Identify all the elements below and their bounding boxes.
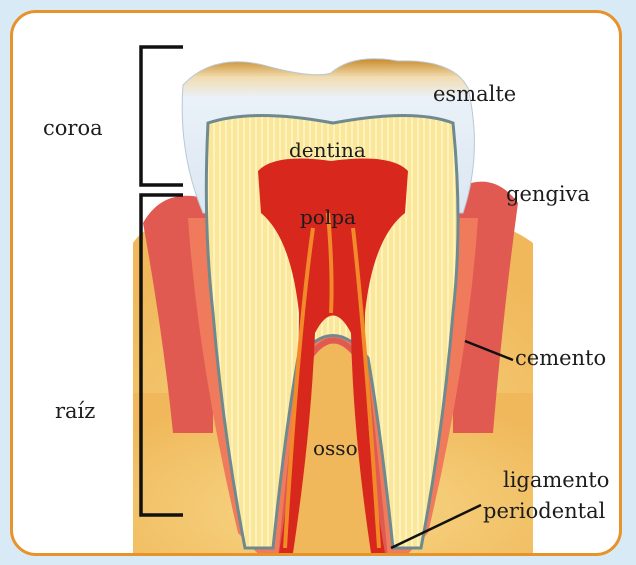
ligament-label-line2: periodental <box>483 500 605 523</box>
ligament-label-line1: ligamento <box>503 469 609 492</box>
bone-label: osso <box>313 437 358 459</box>
diagram-frame: coroa raíz esmalte dentina polpa gengiva… <box>10 10 622 556</box>
cementum-label: cemento <box>515 347 606 370</box>
pulp-label: polpa <box>300 206 356 228</box>
dentin-label: dentina <box>289 139 366 161</box>
root-label: raíz <box>55 400 95 423</box>
gum-label: gengiva <box>506 183 590 206</box>
crown-label: coroa <box>43 117 103 140</box>
crown-bracket <box>141 47 183 185</box>
enamel-label: esmalte <box>433 83 516 106</box>
